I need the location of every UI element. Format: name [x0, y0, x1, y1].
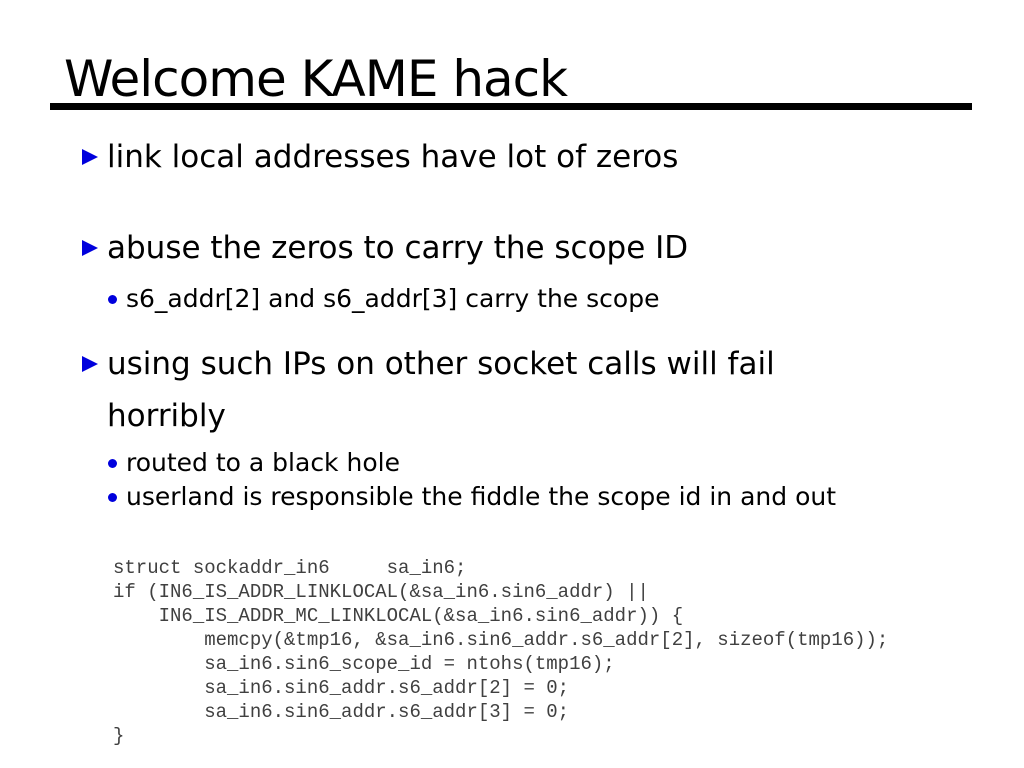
code-line: memcpy(&tmp16, &sa_in6.sin6_addr.s6_addr… [113, 629, 889, 651]
sub-bullet-item: s6_addr[2] and s6_addr[3] carry the scop… [108, 282, 659, 315]
code-line: } [113, 725, 125, 747]
sub-bullet-item: userland is responsible the fiddle the s… [108, 480, 836, 513]
bullet-item: using such IPs on other socket calls wil… [82, 338, 831, 442]
dot-bullet-icon [108, 459, 117, 468]
code-line: sa_in6.sin6_scope_id = ntohs(tmp16); [113, 653, 615, 675]
triangle-bullet-icon [82, 149, 98, 165]
dot-bullet-icon [108, 295, 117, 304]
bullet-text: using such IPs on other socket calls wil… [107, 346, 775, 434]
triangle-bullet-icon [82, 240, 98, 256]
bullet-text: link local addresses have lot of zeros [107, 139, 679, 175]
dot-bullet-icon [108, 493, 117, 502]
bullet-item: abuse the zeros to carry the scope ID [82, 222, 688, 274]
sub-bullet-text: routed to a black hole [126, 448, 400, 477]
slide-title: Welcome KAME hack [64, 50, 568, 108]
code-line: sa_in6.sin6_addr.s6_addr[3] = 0; [113, 701, 570, 723]
sub-bullet-item: routed to a black hole [108, 446, 400, 479]
sub-bullet-text: s6_addr[2] and s6_addr[3] carry the scop… [126, 284, 660, 313]
code-line: struct sockaddr_in6 sa_in6; [113, 557, 467, 579]
code-line: sa_in6.sin6_addr.s6_addr[2] = 0; [113, 677, 570, 699]
sub-bullet-text: userland is responsible the fiddle the s… [126, 482, 837, 511]
bullet-item: link local addresses have lot of zeros [82, 131, 678, 183]
code-line: if (IN6_IS_ADDR_LINKLOCAL(&sa_in6.sin6_a… [113, 581, 649, 603]
title-underline [50, 103, 972, 110]
code-block: struct sockaddr_in6 sa_in6;if (IN6_IS_AD… [113, 556, 888, 748]
bullet-text: abuse the zeros to carry the scope ID [107, 230, 689, 266]
code-line: IN6_IS_ADDR_MC_LINKLOCAL(&sa_in6.sin6_ad… [113, 605, 684, 627]
triangle-bullet-icon [82, 356, 98, 372]
